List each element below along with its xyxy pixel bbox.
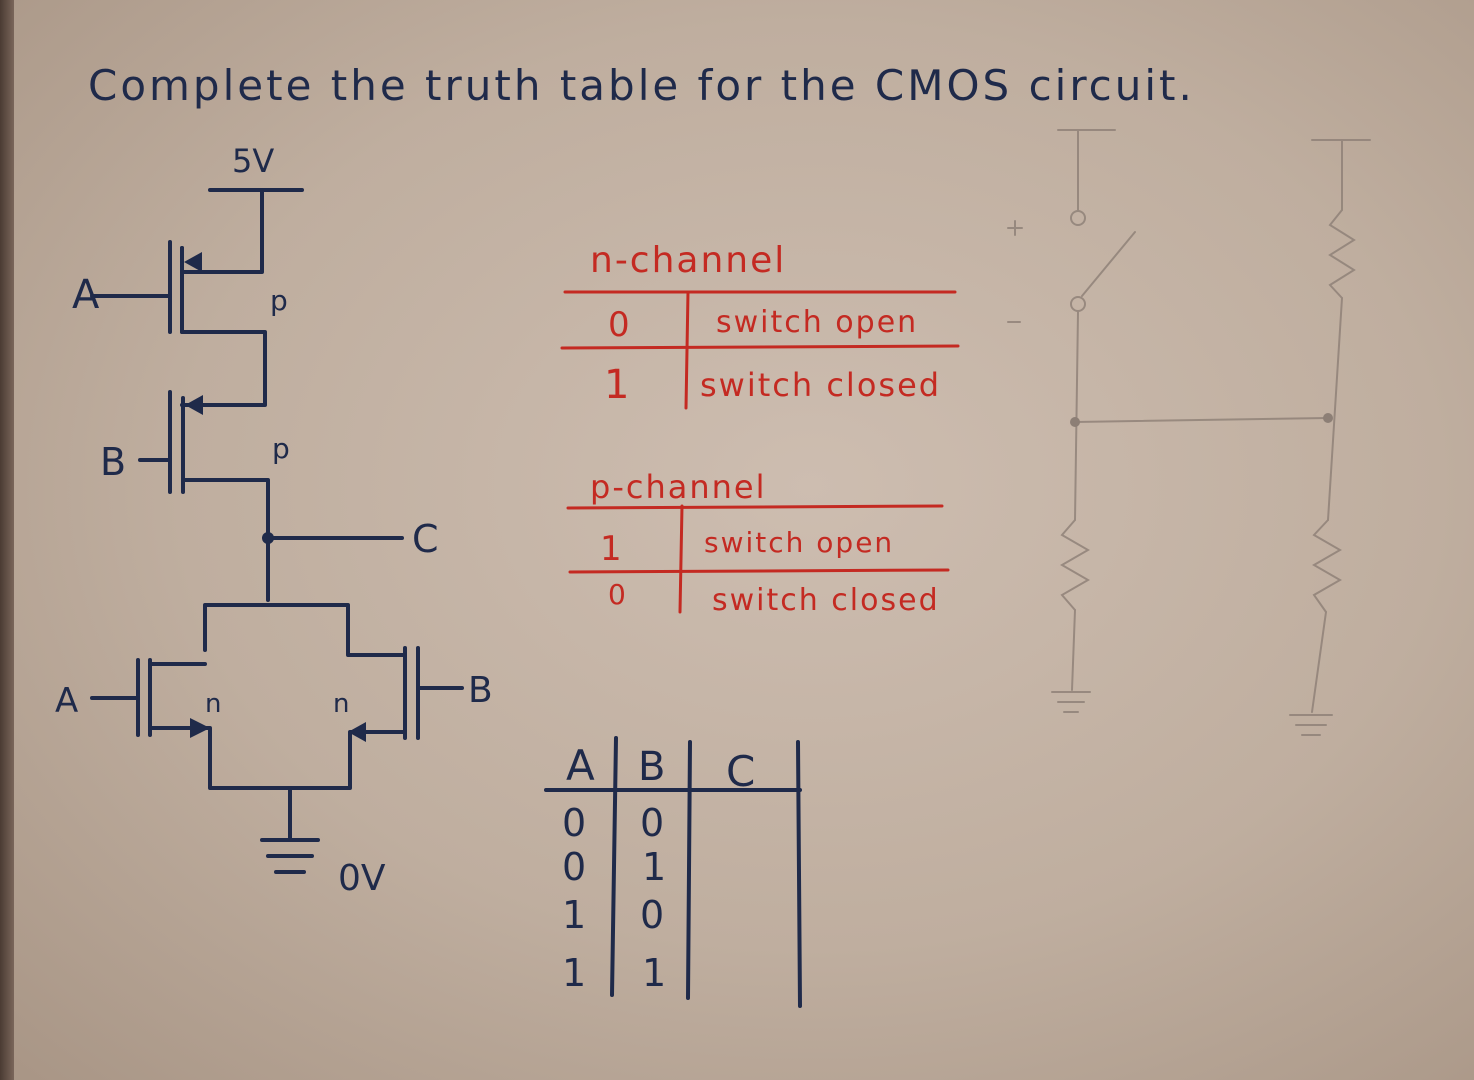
pencil-wire-left-mid [1074,311,1079,521]
p-channel-row-state: switch open [704,526,894,559]
output-label: C [412,517,439,561]
pmos-b-arrow [185,395,203,415]
pmos-a-arrow [184,252,202,272]
truth-table-cell-a: 1 [562,893,586,937]
n-channel-row-input: 0 [608,305,630,345]
input-a-top-label: A [72,272,100,318]
p-channel-divider [678,504,684,614]
p-channel-row-input: 0 [608,578,626,611]
n-channel-divider [684,290,690,410]
nmos-top-rail [203,603,407,657]
nmos-b-type-label: n [333,689,349,719]
ground-label: 0V [338,858,386,899]
worksheet-title: Complete the truth table for the CMOS ci… [88,61,1195,110]
p-channel-heading: p-channel [590,468,766,506]
truth-table-right-border [796,740,802,1008]
pmos-a-type-label: p [270,284,288,317]
input-b-top-label: B [100,440,126,484]
n-channel-row-state: switch closed [700,366,941,404]
truth-table-cell-b: 1 [642,845,666,889]
truth-table-cell-b: 0 [640,801,664,845]
pencil-nodes [1070,413,1333,427]
pencil-switch-blade [1081,231,1136,297]
pencil-crossbar [1074,417,1329,423]
pencil-switch-terminal-top [1070,210,1086,226]
truth-table-cell-a: 0 [562,845,586,889]
pencil-wire-right-bottom [1311,611,1327,713]
truth-table: A B C 0 0 0 1 1 0 1 1 [544,736,802,1008]
truth-table-header-a: A [566,741,595,790]
pencil-node-right [1323,413,1333,423]
n-channel-row-line [560,344,960,350]
nmos-a-arrow [190,718,210,738]
pencil-resistor-right-bottom [1311,519,1343,613]
nmos-source-rail [148,726,407,790]
circuit-markers [184,252,366,742]
p-channel-row-line [568,568,950,574]
n-channel-heading: n-channel [590,240,786,281]
nmos-a-type-label: n [205,689,221,719]
pencil-wire-left-bottom [1071,609,1076,691]
pmos-b-type-label: p [272,432,290,465]
cmos-circuit [90,188,464,874]
pencil-switch-terminal-bottom [1070,296,1086,312]
pencil-resistor-right-top [1328,209,1356,299]
truth-table-header-c: C [726,747,755,796]
truth-table-divider-ab [610,736,618,997]
truth-table-header-b: B [638,744,665,790]
truth-table-cell-b: 0 [640,893,664,937]
p-channel-table: p-channel 1 switch open 0 switch closed [566,468,950,618]
pencil-resistor-left [1059,519,1091,611]
truth-table-cell-b: 1 [642,951,666,995]
supply-label: 5V [232,142,274,180]
erased-pencil-sketch [1007,129,1371,736]
pencil-node-left [1070,417,1080,427]
output-junction [262,532,274,544]
input-b-bottom-label: B [468,670,493,711]
truth-table-divider-bc [686,740,692,1000]
pencil-wire-right-mid [1327,297,1343,521]
p-channel-row-state: switch closed [712,583,940,618]
p-channel-header-line [566,504,944,510]
pmos-b-drain-wire [181,478,270,602]
n-channel-table: n-channel 0 switch open 1 switch closed [560,240,960,410]
truth-table-cell-a: 1 [562,951,586,995]
pmos-a-drain-wire [180,330,267,407]
input-a-bottom-label: A [55,681,78,721]
nmos-b-arrow [348,722,366,742]
n-channel-row-state: switch open [716,305,918,340]
truth-table-cell-a: 0 [562,801,586,845]
n-channel-row-input: 1 [604,362,629,408]
paper-edge [0,0,14,1080]
p-channel-row-input: 1 [600,529,622,569]
